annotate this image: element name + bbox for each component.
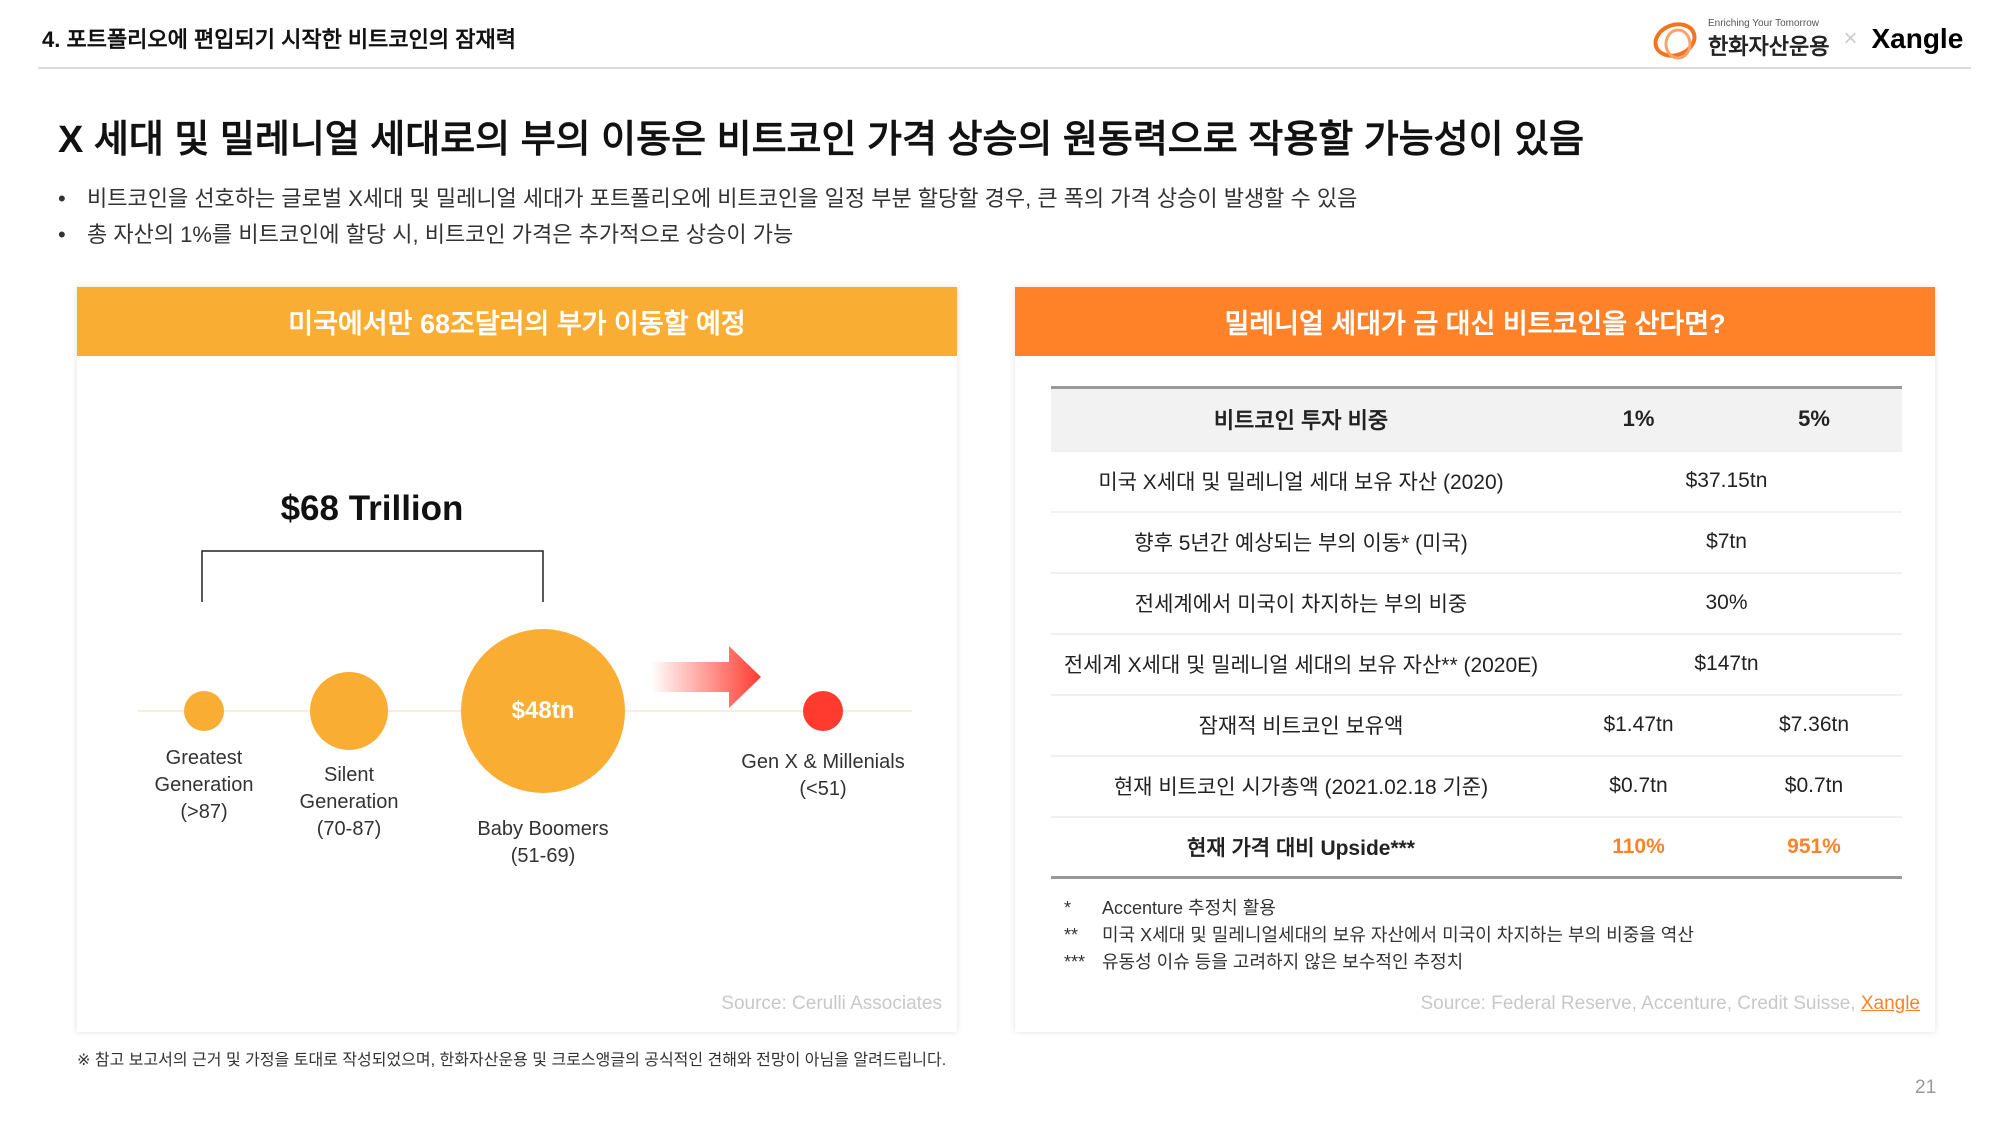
row-value: 110% [1551,816,1726,879]
row-value: $7.36tn [1726,694,1902,757]
row-value: $147tn [1551,633,1902,696]
header-cell: 비트코인 투자 비중 [1051,387,1551,452]
total-label: $68 Trillion [280,489,464,528]
logo-separator: × [1843,25,1858,52]
right-source: Source: Federal Reserve, Accenture, Cred… [1420,993,1920,1014]
row-value: 951% [1726,816,1902,879]
bullet-item: •총 자산의 1%를 비트코인에 할당 시, 비트코인 가격은 추가적으로 상승… [58,222,794,247]
left-source: Source: Cerulli Associates [721,993,942,1014]
panel-title: 미국에서만 68조달러의 부가 이동할 예정 [77,287,957,356]
bracket [201,550,544,602]
header-divider [38,67,1971,69]
row-value: $0.7tn [1551,755,1726,818]
disclaimer: ※ 참고 보고서의 근거 및 가정을 토대로 작성되었으며, 한화자산운용 및 … [77,1052,947,1069]
row-label: 미국 X세대 및 밀레니얼 세대 보유 자산 (2020) [1051,450,1551,513]
xangle-link[interactable]: Xangle [1860,993,1920,1014]
header-cell: 1% [1551,387,1726,452]
bullet-text: 총 자산의 1%를 비트코인에 할당 시, 비트코인 가격은 추가적으로 상승이… [87,222,794,247]
table-row: 미국 X세대 및 밀레니얼 세대 보유 자산 (2020)$37.15tn [1051,450,1902,513]
row-label: 현재 가격 대비 Upside*** [1051,816,1551,879]
row-label: 향후 5년간 예상되는 부의 이동* (미국) [1051,511,1551,574]
boomers-value: $48tn [511,697,575,724]
page-number: 21 [1915,1077,1937,1098]
generation-label: Baby Boomers(51-69) [477,818,609,867]
footnote: ***유동성 이슈 등을 고려하지 않은 보수적인 추정치 [1064,952,1464,972]
row-label: 잠재적 비트코인 보유액 [1051,694,1551,757]
table-row: 현재 비트코인 시가총액 (2021.02.18 기준)$0.7tn$0.7tn [1051,755,1902,818]
logo: Enriching Your Tomorrow 한화자산운용 × Xangle [1650,14,1963,64]
row-value: 30% [1551,572,1902,635]
hanwha-logo-icon [1653,22,1697,60]
logo-partner: Xangle [1871,23,1964,54]
row-value: $7tn [1551,511,1902,574]
footnote: *Accenture 추정치 활용 [1064,898,1276,918]
greatest-generation-circle [184,691,224,731]
bullet-item: •비트코인을 선호하는 글로벌 X세대 및 밀레니얼 세대가 포트폴리오에 비트… [58,186,1358,211]
table-row: 잠재적 비트코인 보유액$1.47tn$7.36tn [1051,694,1902,757]
logo-company: 한화자산운용 [1708,33,1830,59]
footnote: **미국 X세대 및 밀레니얼세대의 보유 자산에서 미국이 차지하는 부의 비… [1064,925,1694,945]
section-title: 4. 포트폴리오에 편입되기 시작한 비트코인의 잠재력 [42,27,516,52]
row-label: 전세계에서 미국이 차지하는 부의 비중 [1051,572,1551,635]
header-cell: 5% [1726,387,1902,452]
bullet-text: 비트코인을 선호하는 글로벌 X세대 및 밀레니얼 세대가 포트폴리오에 비트코… [87,186,1358,211]
logo-tagline: Enriching Your Tomorrow [1708,17,1819,29]
table-header-row: 비트코인 투자 비중 1% 5% [1051,387,1902,452]
row-value: $0.7tn [1726,755,1902,818]
table-row: 향후 5년간 예상되는 부의 이동* (미국)$7tn [1051,511,1902,574]
row-value: $1.47tn [1551,694,1726,757]
generation-label: Gen X & Millenials(<51) [741,751,905,800]
row-value: $37.15tn [1551,450,1902,513]
scenario-table: 비트코인 투자 비중 1% 5% 미국 X세대 및 밀레니얼 세대 보유 자산 … [1051,386,1902,879]
baby-boomers-circle [461,629,625,793]
page-heading: X 세대 및 밀레니얼 세대로의 부의 이동은 비트코인 가격 상승의 원동력으… [58,119,1585,161]
table-row: 전세계 X세대 및 밀레니얼 세대의 보유 자산** (2020E)$147tn [1051,633,1902,696]
silent-generation-circle [310,672,388,750]
table-row: 현재 가격 대비 Upside***110%951% [1051,816,1902,879]
genx-millenials-circle [803,691,843,731]
panel-title: 밀레니얼 세대가 금 대신 비트코인을 산다면? [1015,287,1935,356]
row-label: 현재 비트코인 시가총액 (2021.02.18 기준) [1051,755,1551,818]
row-label: 전세계 X세대 및 밀레니얼 세대의 보유 자산** (2020E) [1051,633,1551,696]
arrow-right-icon [651,646,761,708]
